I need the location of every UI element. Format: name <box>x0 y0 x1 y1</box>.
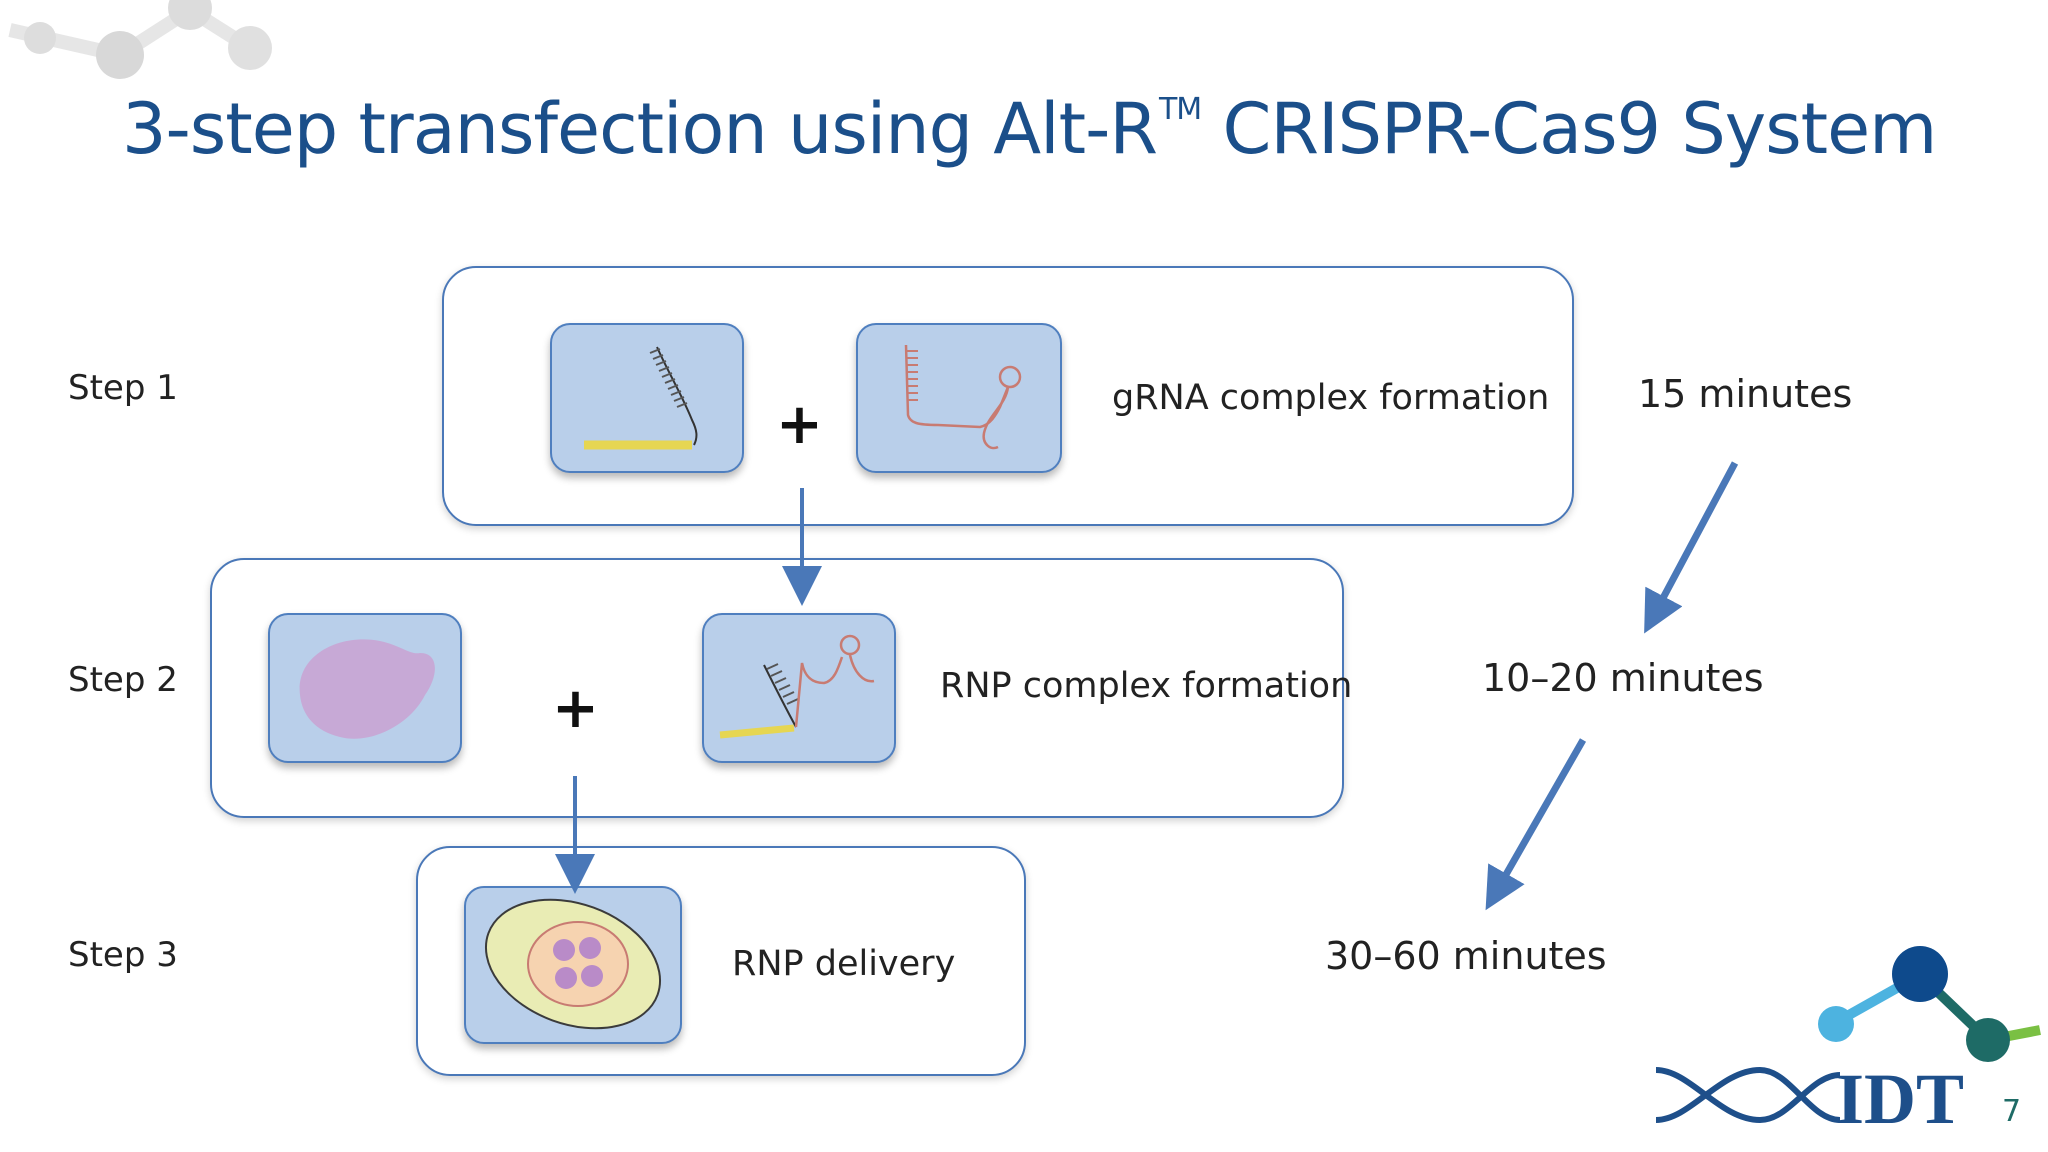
step-3-label: Step 3 <box>68 935 178 975</box>
crRNA-tile <box>550 323 744 473</box>
step-3-description: RNP delivery <box>732 944 956 984</box>
slide-title: 3-step transfection using Alt-RTM CRISPR… <box>122 88 1937 170</box>
trademark-mark: TM <box>1158 92 1202 127</box>
idt-logo: IDT <box>1655 946 2041 1139</box>
tracrRNA-tile <box>856 323 1062 473</box>
gRNA-complex-icon <box>719 634 875 739</box>
step-2-description: RNP complex formation <box>940 666 1353 706</box>
cas9-protein-tile <box>268 613 462 763</box>
tracrRNA-strand-icon <box>904 344 1022 450</box>
idt-logo-text: IDT <box>1836 1059 1964 1139</box>
cell-tile <box>464 886 682 1044</box>
gRNA-complex-tile <box>702 613 896 763</box>
plus-sign-step-2: + <box>552 676 599 741</box>
plus-sign-step-1: + <box>776 392 823 457</box>
step-2-label: Step 2 <box>68 660 178 700</box>
title-text-rest: CRISPR-Cas9 System <box>1201 88 1937 170</box>
cell-icon <box>484 898 662 1030</box>
page-number: 7 <box>2002 1094 2022 1129</box>
step-1-description: gRNA complex formation <box>1112 378 1550 418</box>
crRNA-strand-icon <box>584 346 698 450</box>
arrow-time-2-to-3 <box>1485 738 1587 911</box>
arrow-time-1-to-2 <box>1644 461 1739 634</box>
cas9-protein-icon <box>299 639 435 739</box>
molecule-decoration <box>8 0 272 79</box>
step-1-duration: 15 minutes <box>1638 372 1853 416</box>
step-3-duration: 30–60 minutes <box>1325 934 1607 978</box>
title-text: 3-step transfection using Alt-R <box>122 88 1158 170</box>
step-2-duration: 10–20 minutes <box>1482 656 1764 700</box>
step-1-label: Step 1 <box>68 368 178 408</box>
